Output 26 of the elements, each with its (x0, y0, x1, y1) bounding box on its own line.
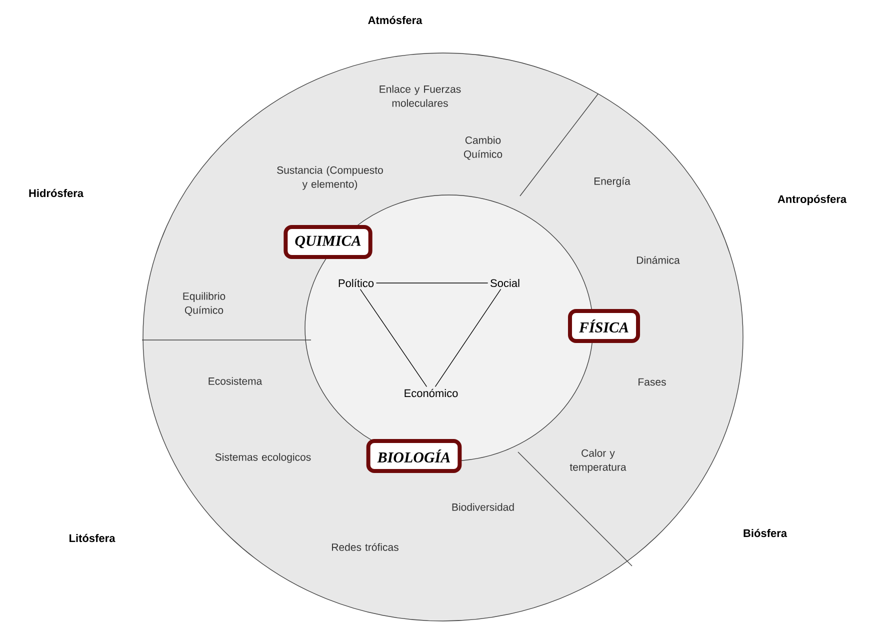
aspect-label: Político (338, 278, 374, 288)
subject-box: BIOLOGÍA (366, 439, 462, 473)
topic-label: Energía (594, 177, 630, 187)
topic-label: Redes tróficas (332, 543, 398, 551)
topic-label: Cambio Químico (464, 136, 502, 160)
subject-box: QUIMICA (284, 225, 372, 259)
topic-label: Calor y temperatura (570, 449, 626, 473)
topic-label: Dinámica (636, 256, 680, 264)
topic-label: Ecosistema (208, 377, 262, 385)
topic-label: Enlace y Fuerzas moleculares (380, 85, 461, 107)
topic-label: Biodiversidad (452, 503, 514, 511)
connector-line (360, 288, 428, 388)
sphere-label: Antropósfera (778, 194, 847, 206)
sphere-label: Litósfera (70, 534, 116, 542)
connector-line (434, 288, 502, 388)
topic-label: Equilibrio Químico (183, 292, 226, 316)
topic-label: Sustancia (Compuesto y elemento) (277, 166, 383, 190)
sphere-label: Biósfera (744, 528, 788, 538)
aspect-label: Económico (404, 388, 458, 398)
topic-label: Sistemas ecologicos (215, 453, 311, 463)
sphere-label: Atmósfera (368, 16, 422, 24)
connector-line (376, 282, 488, 284)
subject-box: FÍSICA (568, 309, 640, 343)
sphere-label: Hidrósfera (29, 188, 84, 198)
topic-label: Fases (638, 378, 666, 386)
aspect-label: Social (490, 278, 520, 288)
